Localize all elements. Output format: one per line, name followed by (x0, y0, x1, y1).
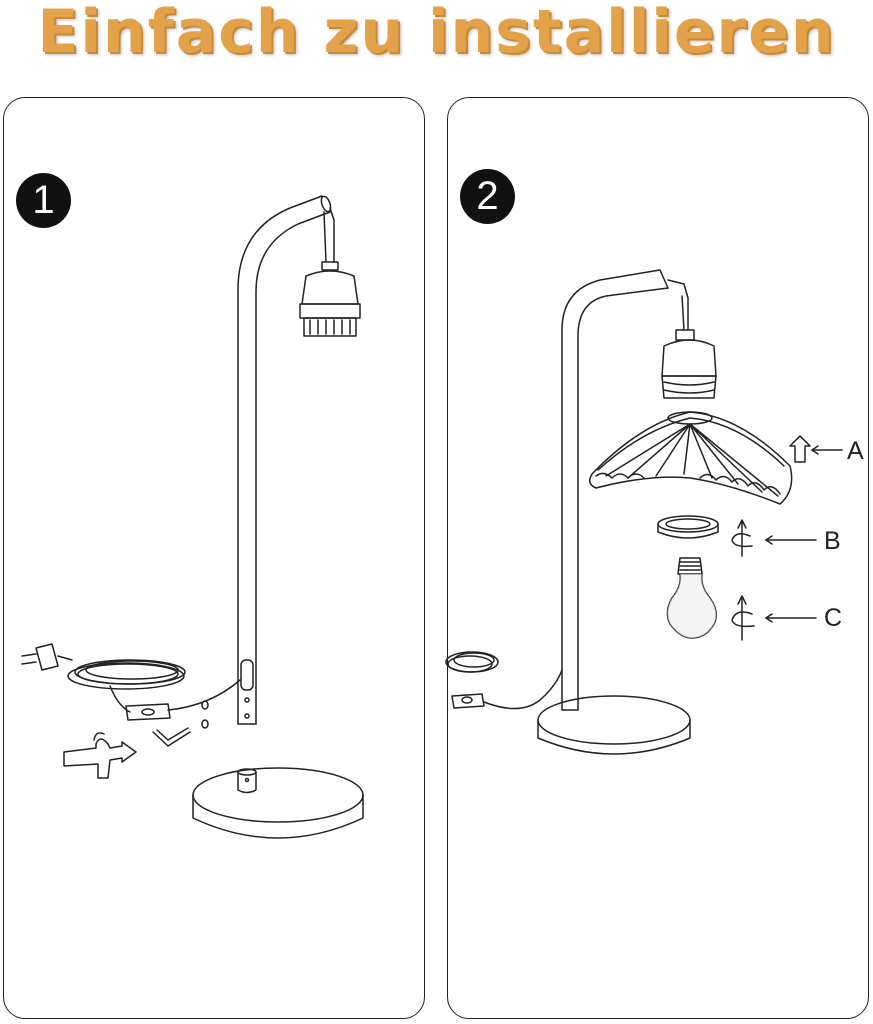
lamp-base-step-2 (537, 695, 691, 755)
lamp-cable-stub-step-2 (667, 279, 689, 331)
bulb-glass-fill (667, 574, 717, 638)
rotate-arrow-icon-c (731, 595, 755, 641)
power-plug-step-1 (21, 643, 73, 671)
callout-label-a: A (847, 437, 864, 465)
shade-ring-step-2 (657, 515, 719, 539)
step-2-panel (447, 97, 869, 1019)
step-2-badge: 2 (460, 169, 515, 224)
screws-step-1 (201, 700, 209, 729)
callout-lines-step-2 (765, 445, 843, 623)
lamp-arm-step-2 (561, 269, 669, 711)
callout-label-b: B (824, 527, 841, 555)
step-1-badge: 1 (16, 173, 71, 228)
arrow-up-icon-a (789, 435, 811, 463)
power-cord-coil-step-1 (67, 659, 186, 690)
assembly-arrow-step-1 (63, 732, 137, 779)
rotate-arrow-icon-b (731, 519, 753, 557)
lamp-socket-step-2 (661, 329, 717, 399)
cable-to-switch-step-1 (109, 679, 241, 713)
step-1-panel (3, 97, 425, 1019)
inline-switch-step-1 (125, 703, 171, 721)
inline-switch-step-2 (451, 693, 485, 709)
hex-key-step-1 (152, 727, 191, 747)
lamp-arm-step-1 (237, 195, 332, 725)
lamp-socket-step-1 (299, 261, 361, 337)
rattan-shade-step-2 (589, 411, 793, 505)
arm-switch-slot-step-1 (240, 659, 254, 719)
lamp-cable-stub-step-1 (323, 207, 335, 263)
lamp-base-step-1 (192, 767, 364, 839)
callout-label-c: C (824, 604, 843, 632)
cable-to-lamp-step-2 (483, 669, 563, 710)
power-cord-coil-step-2 (445, 651, 499, 673)
page-title: Einfach zu installieren (37, 0, 836, 67)
